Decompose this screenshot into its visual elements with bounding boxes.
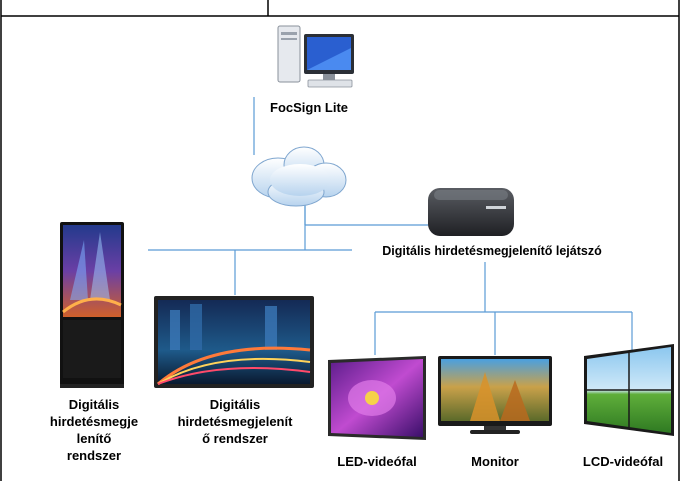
led-wall-label: LED-videófal [337, 454, 417, 469]
media-player-icon [428, 188, 514, 236]
wall-display-label-line: hirdetésmegjelenít [177, 414, 293, 429]
led-video-wall-icon [328, 356, 426, 440]
kiosk-label-line: lenítő [76, 431, 112, 446]
kiosk-label: Digitális hirdetésmegje lenítő rendszer [30, 396, 158, 464]
wall-display-label-line: Digitális [209, 397, 261, 412]
player-label: Digitális hirdetésmegjelenítő lejátszó [382, 244, 602, 258]
monitor-label: Monitor [471, 454, 519, 469]
monitor-icon [438, 356, 552, 434]
lcd-wall-label: LCD-videófal [582, 454, 664, 469]
lcd-video-wall-icon [584, 344, 674, 436]
kiosk-label-line: Digitális [68, 397, 120, 412]
kiosk-display-icon [60, 222, 124, 388]
server-label: FocSign Lite [270, 100, 348, 115]
connector-lines [148, 97, 633, 355]
server-computer-icon [277, 25, 354, 88]
kiosk-label-line: hirdetésmegje [49, 414, 139, 429]
kiosk-label-line: rendszer [66, 448, 122, 463]
wall-display-label-line: ő rendszer [202, 431, 268, 446]
wall-display-icon [154, 296, 314, 388]
wall-display-label: Digitális hirdetésmegjelenít ő rendszer [160, 396, 310, 447]
cloud-icon [251, 146, 347, 207]
